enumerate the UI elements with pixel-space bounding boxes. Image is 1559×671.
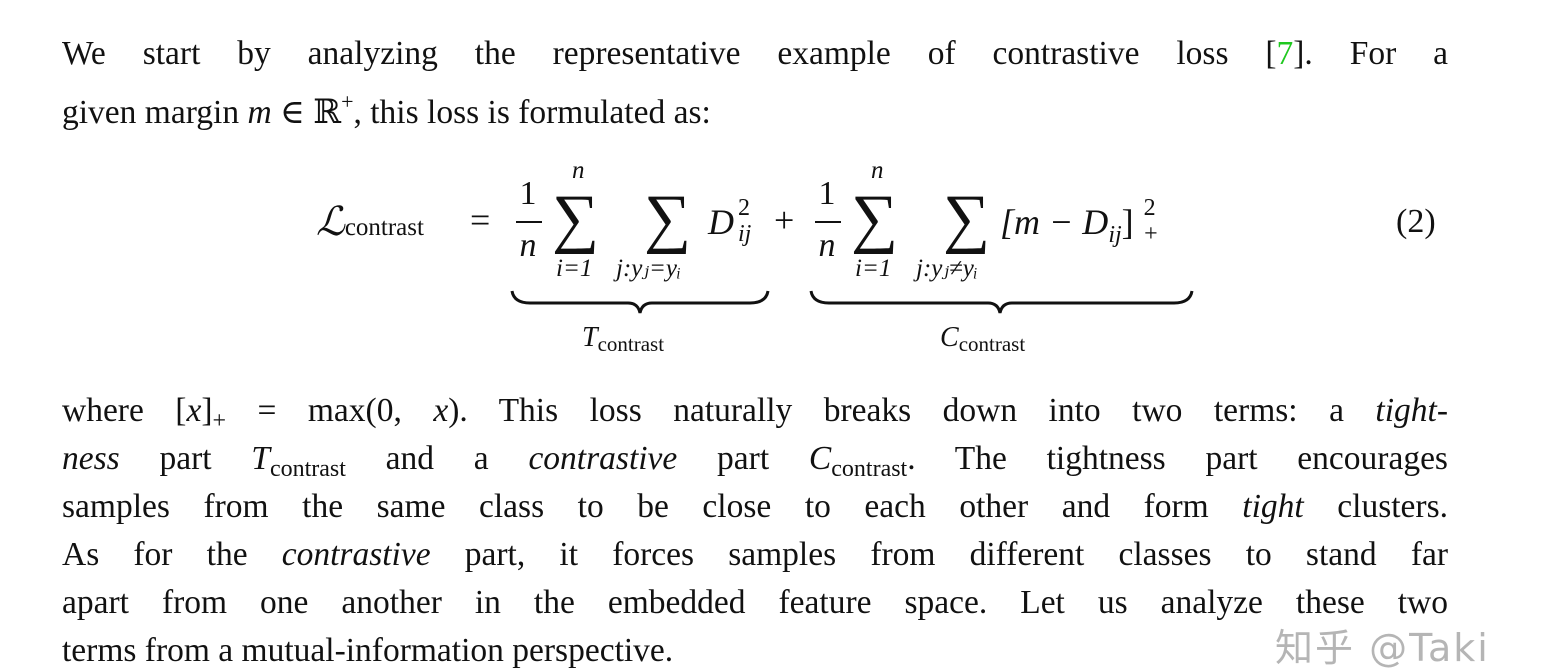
- fraction-numerator: 1: [519, 175, 537, 212]
- underbrace-contrastive: [809, 290, 1194, 314]
- summation-symbol: ∑: [552, 182, 600, 255]
- sum-lower-limit: j:yⱼ≠yᵢ: [916, 255, 978, 282]
- superscript: +: [341, 89, 354, 114]
- fraction-denominator: n: [818, 227, 836, 264]
- text: , this loss is formulated as:: [353, 94, 711, 131]
- equation-number: (2): [1396, 203, 1436, 240]
- sum-lower-limit: j:yⱼ=yᵢ: [616, 255, 681, 282]
- text-line: terms from a mutual-information perspect…: [62, 632, 674, 669]
- underbrace-tightness: [510, 290, 770, 314]
- watermark: 知乎 @Taki: [1275, 626, 1490, 670]
- text-line: We start by analyzing the representative…: [62, 34, 1448, 74]
- fraction-bar: [815, 221, 841, 223]
- sum-upper-limit: n: [871, 157, 884, 184]
- equals-sign: =: [470, 200, 491, 240]
- text-line: where [x]+ = max(0, x). This loss natura…: [62, 392, 1448, 434]
- equation-lhs: ℒcontrast: [316, 199, 424, 244]
- citation-link[interactable]: 7: [1276, 35, 1294, 72]
- text-line: As for the contrastive part, it forces s…: [62, 536, 1448, 573]
- contrastive-label: Ccontrast: [940, 322, 1026, 356]
- fraction-numerator: 1: [818, 175, 836, 212]
- summation-symbol: ∑: [644, 182, 692, 255]
- summation-symbol: ∑: [851, 182, 899, 255]
- text-line: ness part Tcontrast and a contrastive pa…: [62, 440, 1448, 482]
- plus-sign: +: [774, 200, 795, 240]
- text: ∈ ℝ: [271, 94, 342, 131]
- text-line: samples from the same class to be close …: [62, 488, 1448, 525]
- text: ]. For a: [1293, 35, 1448, 72]
- text: given margin: [62, 94, 248, 131]
- term-hinge: [m − Dij]2+: [1000, 195, 1158, 248]
- sum-upper-limit: n: [572, 157, 585, 184]
- sum-lower-limit: i=1: [855, 255, 892, 282]
- text-line: apart from one another in the embedded f…: [62, 584, 1448, 621]
- sum-lower-limit: i=1: [556, 255, 593, 282]
- text-line: given margin m ∈ ℝ+, this loss is formul…: [62, 82, 1448, 133]
- math-var: m: [247, 94, 272, 131]
- fraction-denominator: n: [519, 227, 537, 264]
- text: We start by analyzing the representative…: [62, 35, 1277, 72]
- summation-symbol: ∑: [943, 182, 991, 255]
- fraction-bar: [516, 221, 542, 223]
- tightness-label: Tcontrast: [582, 322, 665, 356]
